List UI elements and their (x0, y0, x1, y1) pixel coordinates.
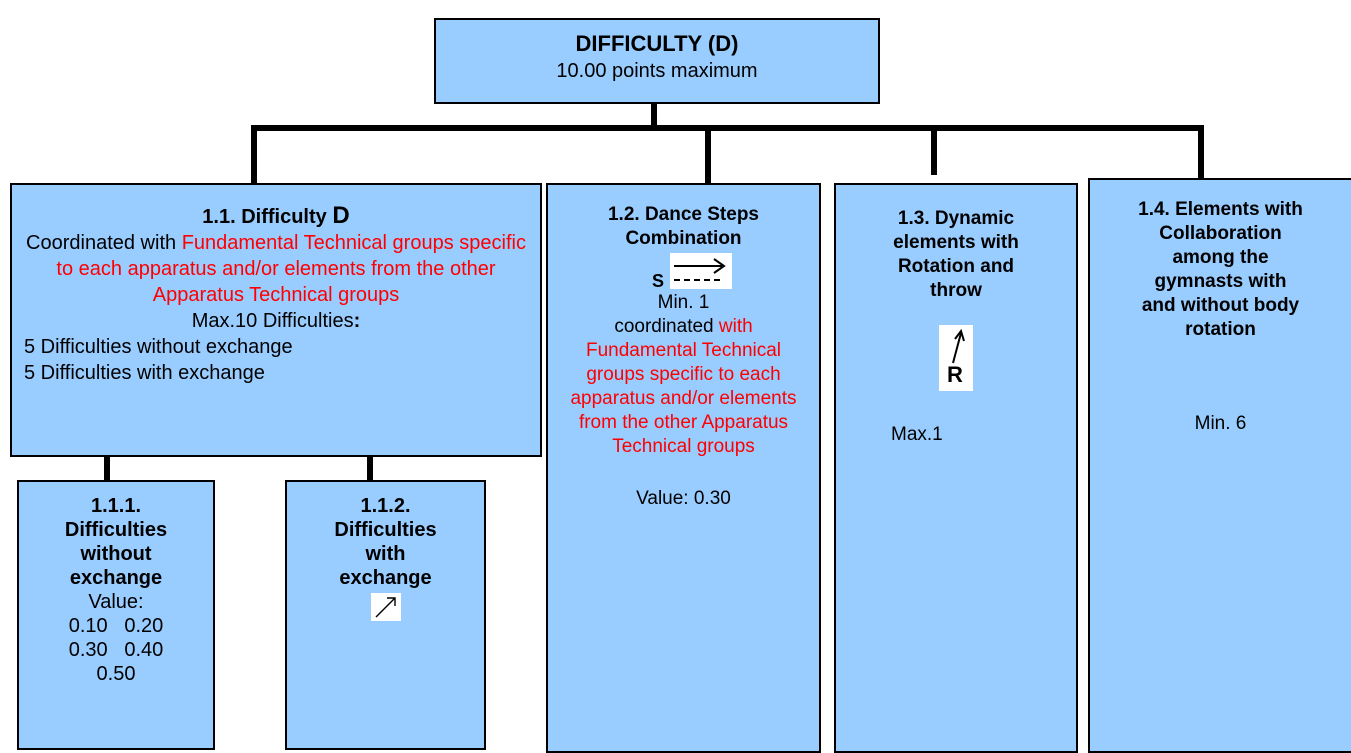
title-1-4-line6: rotation (1185, 319, 1256, 340)
coord-text-1-1: Coordinated with Fundamental Technical g… (12, 230, 540, 308)
coord-red: Fundamental Technical groups specific to… (56, 232, 526, 306)
rotation-letter-r: R (947, 362, 963, 387)
coordinated-text: coordinated with Fundamental Technical g… (548, 315, 819, 459)
dance-steps-symbol: S (548, 251, 819, 291)
label-1-1-2-line2: Difficulties (334, 519, 437, 541)
max-colon: : (353, 310, 361, 332)
dance-steps-arrow-icon (670, 253, 732, 289)
diagonal-arrow-icon (370, 593, 401, 621)
box-1-1-difficulty: 1.1. Difficulty D Coordinated with Funda… (10, 183, 542, 457)
connector-root-down (651, 103, 657, 131)
max-1-3: Max.1 (891, 424, 943, 445)
label-1-1-1-num: 1.1.1. (90, 495, 142, 517)
root-title: DIFFICULTY (D) (575, 31, 739, 56)
label-1-1-2-line3: with (365, 543, 406, 565)
heading-1-1-num: 1.1. (202, 206, 236, 228)
coordinated-red: with Fundamental Technical groups specif… (570, 316, 797, 457)
connector-to-1-1-2 (367, 456, 373, 482)
value-label: Value: (88, 591, 144, 613)
label-1-1-1-line3: without (80, 543, 152, 565)
title-1-2-line1: 1.2. Dance Steps (607, 204, 760, 225)
label-1-1-2-line4: exchange (339, 567, 432, 589)
title-1-2-line2: Combination (625, 228, 742, 249)
connector-to-1-4 (1198, 125, 1204, 180)
connector-to-1-1-1 (104, 456, 110, 482)
title-1-3-line3: Rotation and (897, 256, 1015, 277)
label-1-1-1-line2: Difficulties (64, 519, 168, 541)
rotation-throw-icon: R (939, 325, 973, 391)
title-1-3-line1: 1.3. Dynamic (897, 208, 1015, 229)
connector-to-1-1 (251, 125, 257, 185)
heading-1-1: 1.1. Difficulty D (12, 203, 540, 230)
max-difficulties: Max.10 Difficulties: (12, 308, 540, 334)
root-subtitle: 10.00 points maximum (556, 60, 758, 82)
label-1-1-1-line4: exchange (69, 567, 163, 589)
heading-1-1-symbol: D (332, 202, 350, 229)
title-1-4-line3: among the (1172, 247, 1269, 268)
value-1-2: Value: 0.30 (636, 488, 731, 509)
coord-prefix: Coordinated with (26, 232, 177, 254)
title-1-4-line2: Collaboration (1159, 223, 1282, 244)
values-row-2: 0.30 0.40 (68, 639, 164, 661)
title-1-4-line1: 1.4. Elements with (1138, 199, 1303, 220)
values-row-1: 0.10 0.20 (68, 615, 164, 637)
max-difficulties-text: Max.10 Difficulties (191, 310, 354, 332)
heading-1-1-word: Difficulty (241, 206, 327, 228)
connector-to-1-2 (705, 125, 711, 185)
box-1-4-collaboration: 1.4. Elements with Collaboration among t… (1088, 178, 1351, 753)
title-1-4-line4: gymnasts with (1154, 271, 1287, 292)
label-1-1-2-num: 1.1.2. (360, 495, 411, 517)
title-1-4-line5: and without body (1141, 295, 1300, 316)
box-1-1-2-with-exchange: 1.1.2. Difficulties with exchange (285, 480, 486, 750)
box-1-3-dynamic-rotation: 1.3. Dynamic elements with Rotation and … (834, 183, 1078, 753)
connector-horizontal-bar (251, 125, 1204, 131)
root-difficulty-box: DIFFICULTY (D) 10.00 points maximum (434, 18, 880, 104)
symbol-s: S (652, 271, 665, 291)
title-1-3-line2: elements with (893, 232, 1019, 253)
connector-to-1-3 (931, 125, 937, 175)
item-with-exchange: 5 Difficulties with exchange (24, 362, 265, 384)
min-6: Min. 6 (1194, 413, 1247, 434)
coordinated-word: coordinated (614, 316, 714, 337)
box-1-2-dance-steps: 1.2. Dance Steps Combination S Min. 1 co… (546, 183, 821, 753)
item-without-exchange: 5 Difficulties without exchange (24, 336, 293, 358)
values-row-3: 0.50 (96, 663, 136, 685)
title-1-3-line4: throw (930, 280, 982, 301)
box-1-1-1-without-exchange: 1.1.1. Difficulties without exchange Val… (17, 480, 215, 750)
min-1: Min. 1 (657, 292, 710, 313)
